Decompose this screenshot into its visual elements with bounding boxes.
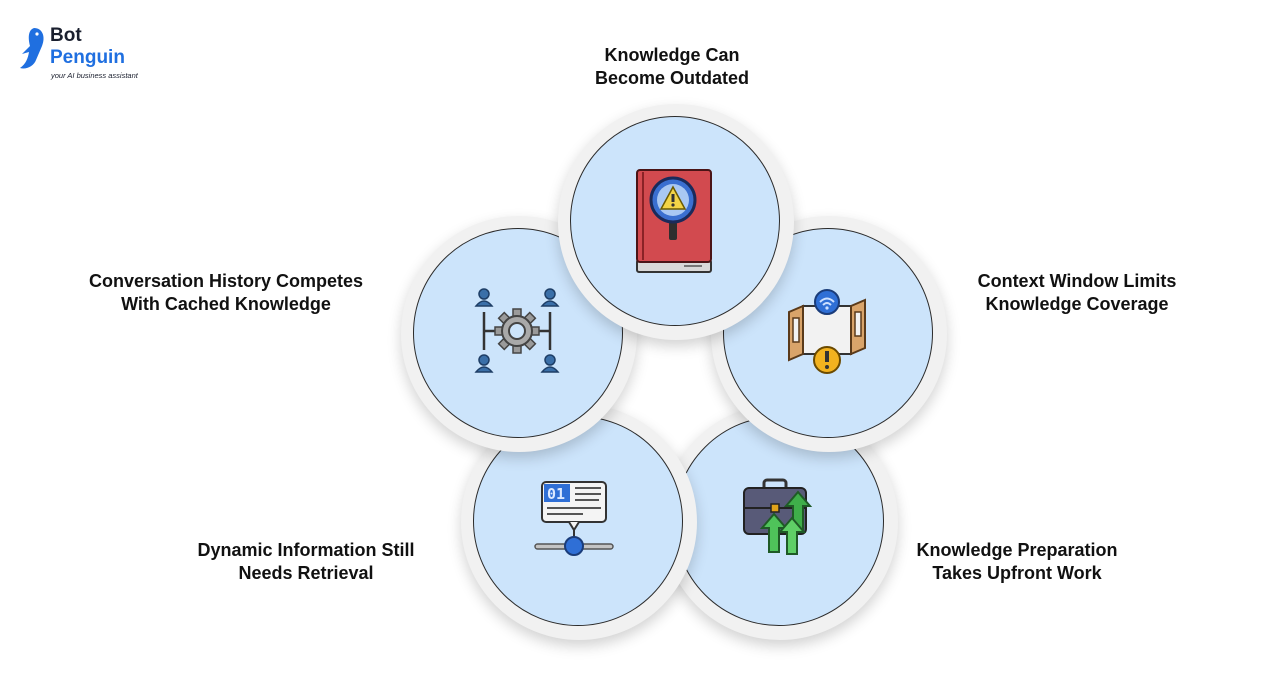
briefcase-growth-icon [743,478,813,555]
circle-outdated [558,104,794,340]
label-history-line2: With Cached Knowledge [121,294,331,314]
label-history-line1: Conversation History Competes [88,271,364,291]
circle-dynamic: 01 [461,404,697,640]
label-outdated-line2: Become Outdated [594,68,750,88]
penguin-logo-icon [20,28,44,69]
binary-text: 01 [547,485,565,503]
brand-logo: Bot Penguin your AI business assistant [16,24,156,84]
outdated-book-icon [636,169,712,273]
circle-history [401,216,637,452]
label-dynamic: Dynamic Information Still Needs Retrieva… [172,539,440,585]
data-retrieval-icon: 01 [534,481,614,556]
brand-name-line1: Bot [50,25,82,46]
label-history: Conversation History Competes With Cache… [56,270,396,316]
label-dynamic-line2: Needs Retrieval [238,563,374,583]
label-outdated-line1: Knowledge Can [604,45,740,65]
circle-outdated-inner [570,116,780,326]
label-dynamic-line1: Dynamic Information Still [197,540,415,560]
label-context: Context Window Limits Knowledge Coverage [952,270,1202,316]
label-outdated: Knowledge Can Become Outdated [560,44,784,90]
label-preparation-line1: Knowledge Preparation [916,540,1118,560]
people-gear-icon [474,288,560,373]
label-preparation: Knowledge Preparation Takes Upfront Work [890,539,1144,585]
label-context-line1: Context Window Limits [977,271,1177,291]
circle-preparation-inner [674,416,884,626]
brand-name-line2: Penguin [50,47,125,68]
brand-tagline: your AI business assistant [51,71,138,80]
context-window-icon [788,289,866,374]
label-context-line2: Knowledge Coverage [985,294,1169,314]
label-preparation-line2: Takes Upfront Work [932,563,1102,583]
